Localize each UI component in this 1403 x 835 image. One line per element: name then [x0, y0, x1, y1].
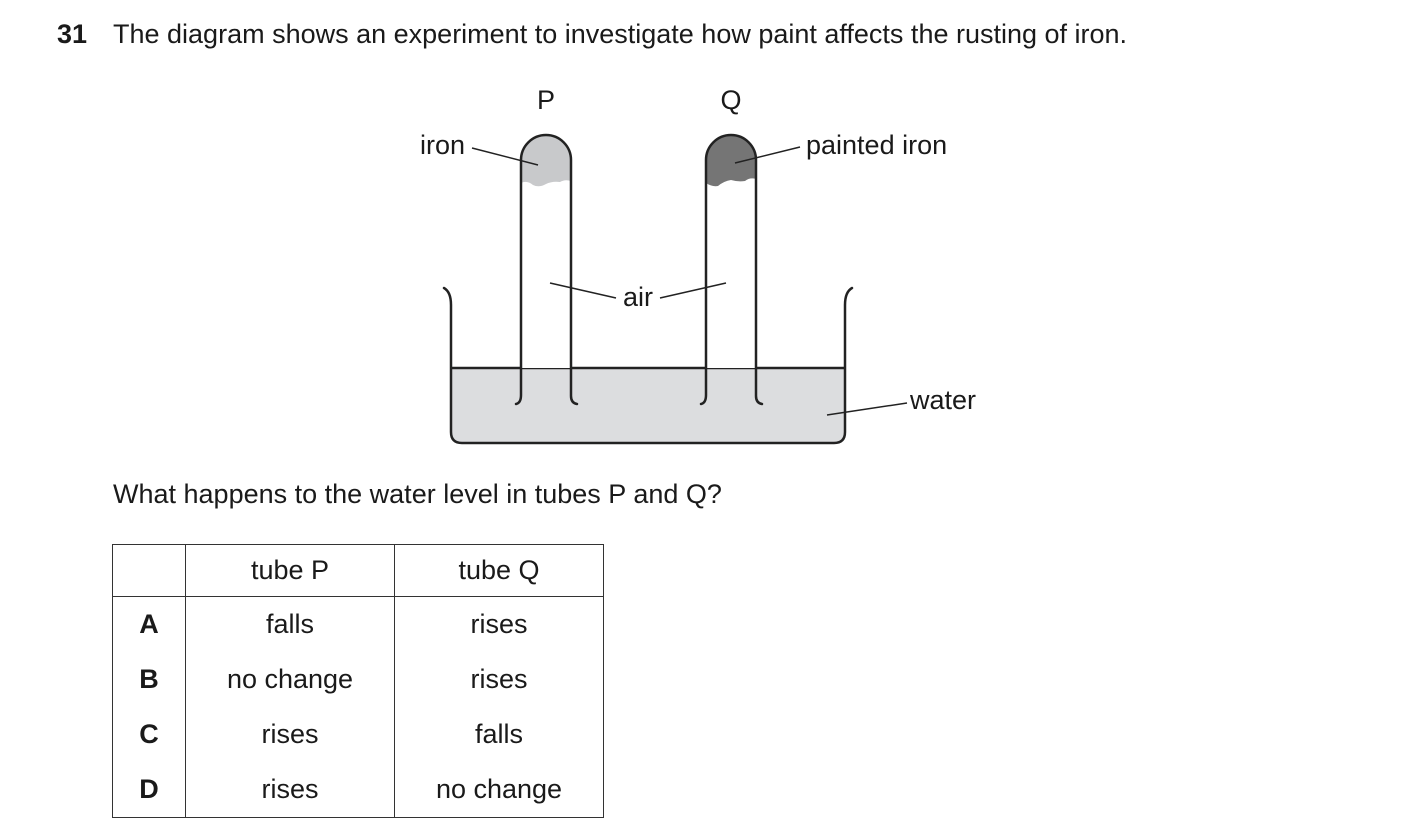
option-key: B [112, 652, 186, 707]
question-stem: The diagram shows an experiment to inves… [113, 19, 1128, 49]
option-key: C [112, 707, 186, 762]
experiment-diagram: P Q iron painted iron air water [420, 85, 976, 445]
tube-p-label: P [537, 85, 555, 115]
table-header-row: tube P tube Q [112, 544, 604, 597]
water-leader [826, 402, 908, 416]
trough [442, 286, 854, 445]
air-leader-q [659, 282, 727, 299]
painted-iron-leader [734, 146, 801, 164]
option-row-c[interactable]: C rises falls [112, 707, 604, 762]
option-tube-p: no change [185, 652, 395, 707]
tube-p [514, 133, 579, 406]
option-tube-q: no change [394, 762, 604, 818]
option-tube-p: rises [185, 762, 395, 818]
air-leader-p [549, 282, 617, 299]
air-label: air [623, 282, 653, 312]
option-tube-p: falls [185, 596, 395, 652]
option-key: D [112, 762, 186, 818]
option-tube-q: falls [394, 707, 604, 762]
option-tube-q: rises [394, 652, 604, 707]
painted-iron-label: painted iron [806, 130, 947, 160]
tube-q-label: Q [720, 85, 741, 115]
header-key [112, 544, 186, 597]
header-tube-p: tube P [185, 544, 395, 597]
iron-label: iron [420, 130, 465, 160]
option-tube-q: rises [394, 596, 604, 652]
water-label: water [909, 385, 976, 415]
painted-iron-wool-q [706, 135, 756, 187]
question-number: 31 [57, 19, 88, 49]
question-ask: What happens to the water level in tubes… [113, 479, 722, 509]
tube-q [699, 133, 764, 406]
answer-table: tube P tube Q A falls rises B no change … [112, 544, 604, 818]
header-tube-q: tube Q [394, 544, 604, 597]
option-row-b[interactable]: B no change rises [112, 652, 604, 707]
option-row-d[interactable]: D rises no change [112, 762, 604, 818]
iron-leader [471, 147, 539, 166]
option-key: A [112, 596, 186, 652]
iron-wool-p [521, 135, 571, 187]
option-row-a[interactable]: A falls rises [112, 596, 604, 652]
water-fill [451, 368, 845, 443]
option-tube-p: rises [185, 707, 395, 762]
